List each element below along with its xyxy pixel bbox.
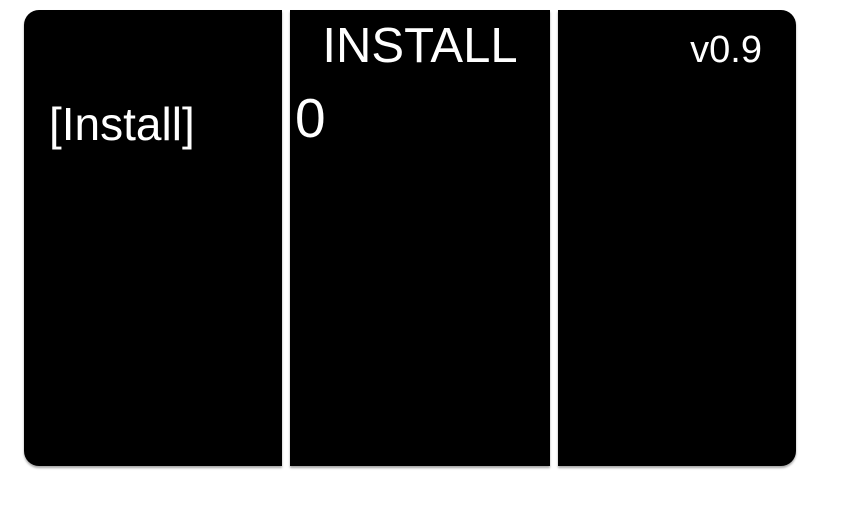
version-panel: v0.9 (558, 10, 796, 466)
install-button-panel[interactable]: [Install] (24, 10, 282, 466)
install-status-panel: INSTALL 0 (290, 10, 550, 466)
install-button-label: [Install] (49, 98, 195, 150)
install-status-title: INSTALL (322, 19, 518, 73)
install-count-value: 0 (295, 87, 326, 149)
version-label: v0.9 (690, 29, 762, 71)
